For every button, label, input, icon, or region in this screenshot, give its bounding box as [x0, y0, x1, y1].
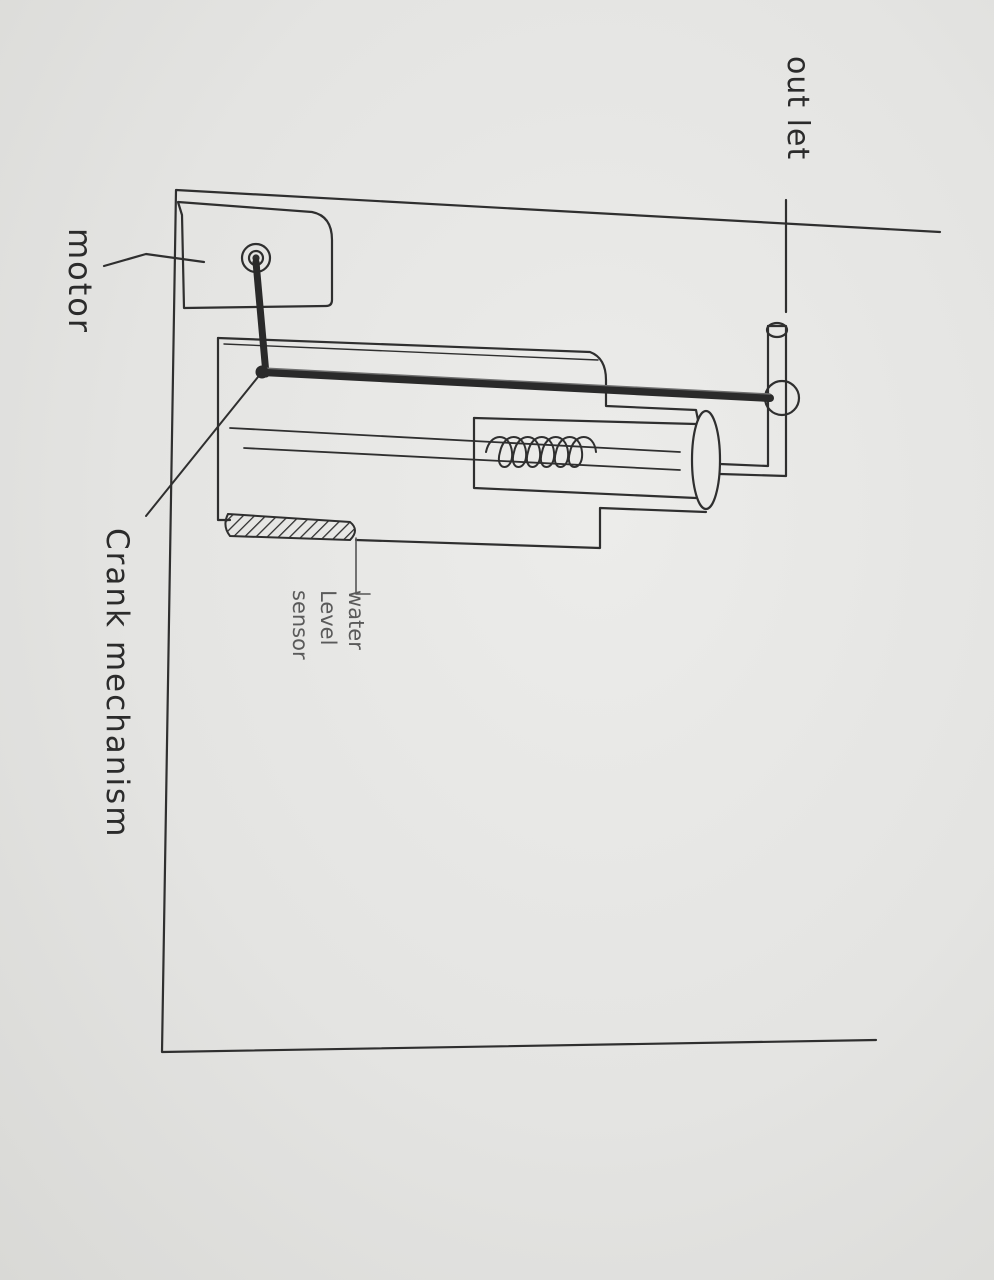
crank-leader	[146, 372, 262, 516]
water-level-sensor-block	[225, 514, 355, 540]
spring-coil	[486, 437, 596, 467]
spring-housing	[474, 418, 696, 498]
motor-leader	[104, 254, 204, 266]
rod-line-top	[230, 428, 680, 452]
sensor-label-line-3: sensor	[286, 590, 314, 730]
crank-mechanism-label: Crank mechanism	[101, 528, 132, 838]
connecting-rod	[262, 372, 770, 398]
tank-inner-line	[224, 344, 598, 360]
rod-line-bottom	[244, 448, 680, 470]
tank-bottom	[356, 508, 706, 548]
water-level-sensor-label: water Level sensor	[286, 590, 370, 730]
sensor-label-line-2: Level	[314, 590, 342, 730]
outlet-label: out let	[782, 56, 812, 160]
connecting-rod-highlight	[262, 368, 770, 394]
outer-frame	[162, 190, 940, 1052]
sensor-label-line-1: water	[342, 590, 370, 730]
crank-arm	[256, 262, 266, 374]
motor-label: motor	[64, 228, 96, 334]
spring-housing-end	[692, 411, 720, 509]
spring-housing-top	[474, 418, 696, 424]
sensor-leader	[356, 538, 370, 594]
tank-left-wall	[218, 338, 230, 520]
rod-end-joint	[256, 366, 268, 378]
